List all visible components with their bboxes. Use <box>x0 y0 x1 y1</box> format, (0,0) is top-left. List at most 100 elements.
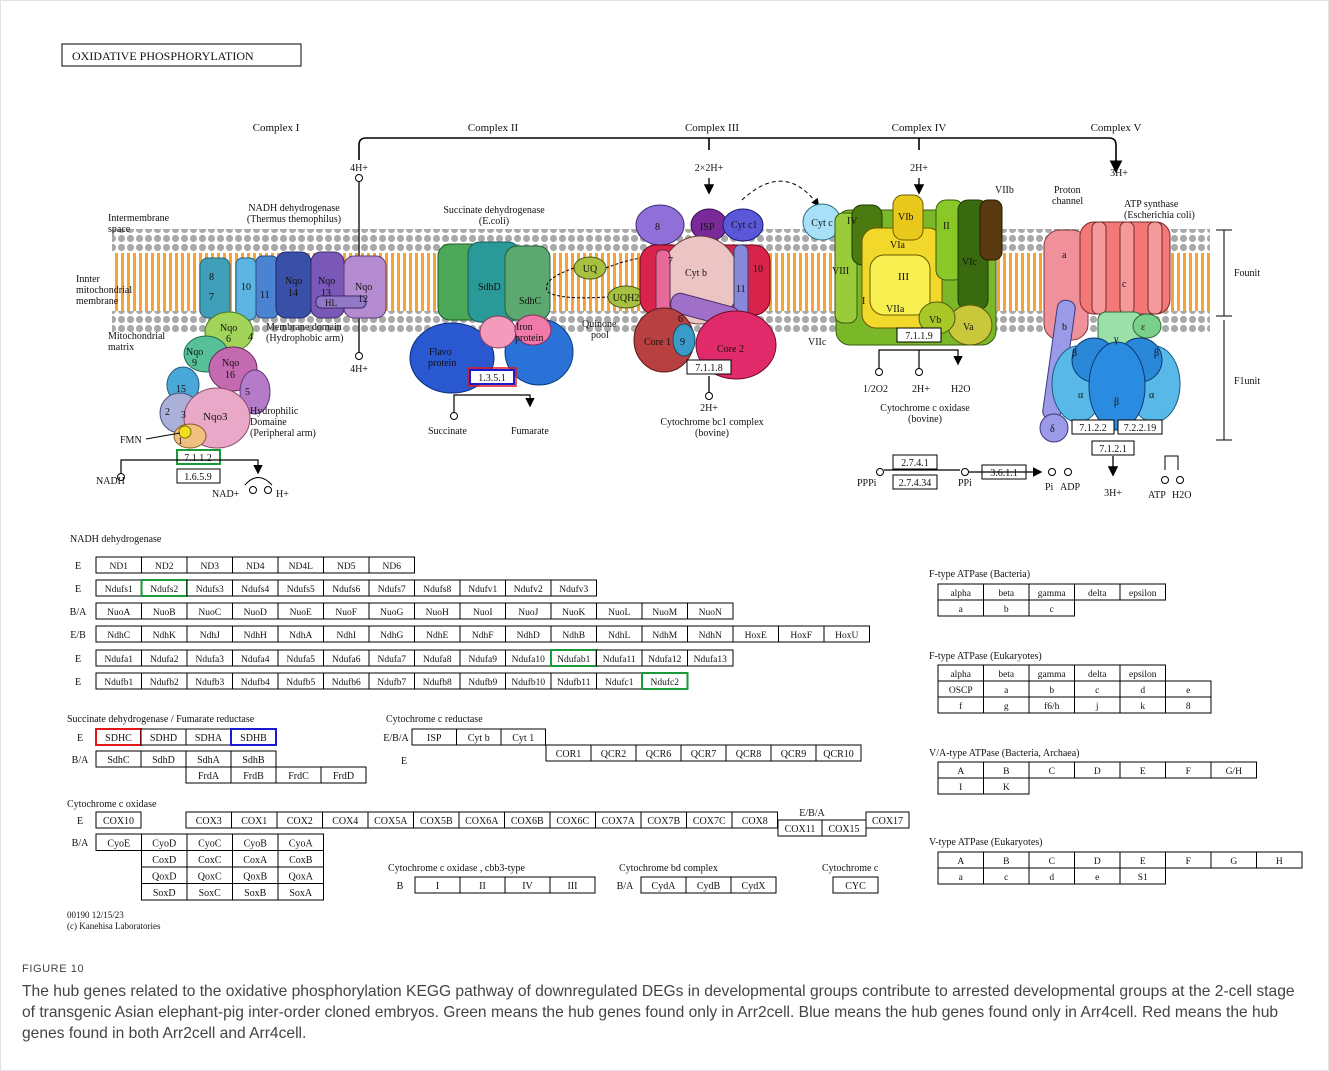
gene-label-nuol: NuoL <box>608 608 630 618</box>
gene-label-ndufa4: Ndufa4 <box>241 654 270 665</box>
gene-label-sdha: SdhA <box>197 755 221 766</box>
svg-text:8: 8 <box>655 222 660 233</box>
gene-label-g: G <box>1230 857 1237 867</box>
gene-label-c: C <box>1049 767 1055 777</box>
gene-label-ndufs8: Ndufs8 <box>423 584 451 595</box>
svg-text:Nqo: Nqo <box>220 323 237 334</box>
gene-label-hoxe: HoxE <box>745 631 767 641</box>
gene-label-h: H <box>1276 857 1283 867</box>
gene-label-d: D <box>1094 767 1101 777</box>
c5-proton-bottom: 3H+ <box>1104 488 1122 499</box>
c5-h2o-label: H2O <box>1172 490 1191 501</box>
svg-text:Cyt b: Cyt b <box>685 268 707 279</box>
gene-label-nd1: ND1 <box>110 562 129 572</box>
row-prefix: B <box>397 881 404 892</box>
gene-label-coxa: CoxA <box>243 855 268 866</box>
gene-label-nd5: ND5 <box>337 562 356 572</box>
gene-label-b: B <box>1003 767 1009 777</box>
gene-label-ndufa2: Ndufa2 <box>150 654 179 665</box>
gene-label-ndufc2: Ndufc2 <box>651 677 680 688</box>
cbb3-table-title: Cytochrome c oxidase , cbb3-type <box>388 863 525 874</box>
complex-ii-name-2: (E.coli) <box>479 216 509 227</box>
gene-label-nuoa: NuoA <box>107 608 130 618</box>
intermembrane-label-1: Intermembrane <box>108 213 170 224</box>
svg-text:α: α <box>1149 390 1155 401</box>
proton-connector <box>359 138 1116 170</box>
svg-text:γ: γ <box>1113 334 1119 345</box>
intermembrane-label-2: space <box>108 224 131 235</box>
gene-label-qcr10: QCR10 <box>823 749 854 760</box>
vtype-title: V-type ATPase (Eukaryotes) <box>929 837 1043 848</box>
gene-label-frda: FrdA <box>198 771 220 782</box>
gene-label-gamma: gamma <box>1038 670 1067 680</box>
gene-label-gamma: gamma <box>1038 589 1067 599</box>
gene-label-qoxb: QoxB <box>243 872 267 883</box>
ec-7-1-1-8: 7.1.1.8 <box>695 363 723 374</box>
gene-label-isp: ISP <box>427 733 442 744</box>
gene-label-d: D <box>1094 857 1101 867</box>
gene-label-ndufb3: Ndufb3 <box>195 677 224 688</box>
row-prefix: E/B/A <box>383 733 409 744</box>
svg-text:7: 7 <box>209 292 214 303</box>
gene-label-ndufab1: Ndufab1 <box>557 654 590 665</box>
c1-proton-bottom: 4H+ <box>350 364 368 375</box>
ppi-label: PPi <box>958 478 972 489</box>
gene-label-ndufs5: Ndufs5 <box>287 584 315 595</box>
svg-text:Cyt c1: Cyt c1 <box>731 220 757 231</box>
gene-label-ndufs7: Ndufs7 <box>378 584 406 595</box>
cytc-label: Cyt c <box>811 218 833 229</box>
svg-text:HL: HL <box>325 298 337 308</box>
c3-proton-bottom: 2H+ <box>700 403 718 414</box>
gene-label-beta: beta <box>998 670 1015 680</box>
pppi-label: PPPi <box>857 478 877 489</box>
gene-label-c: C <box>1049 857 1055 867</box>
gene-label-nuog: NuoG <box>380 608 403 618</box>
svg-text:ε: ε <box>1141 322 1145 333</box>
gene-label-cox17: COX17 <box>872 816 903 827</box>
gene-label-alpha: alpha <box>950 670 971 680</box>
ec-2-7-4-1: 2.7.4.1 <box>901 458 929 469</box>
gene-label-alpha: alpha <box>950 589 971 599</box>
gene-label-sdhb: SDHB <box>240 733 267 744</box>
row-prefix: E <box>75 584 81 595</box>
gene-label-nd4: ND4 <box>246 562 265 572</box>
ec-7-1-1-9: 7.1.1.9 <box>905 331 933 342</box>
gene-label-g-h: G/H <box>1226 767 1243 777</box>
gene-label-cox7a: COX7A <box>602 816 636 827</box>
gene-label-coxc: CoxC <box>198 855 222 866</box>
gene-label-delta: delta <box>1088 589 1107 599</box>
cox-eba-label: E/B/A <box>799 808 825 819</box>
gene-label-j: j <box>1095 702 1099 712</box>
svg-text:II: II <box>943 221 950 232</box>
svg-text:Nqo: Nqo <box>285 276 302 287</box>
gene-label-ndufb8: Ndufb8 <box>423 677 452 688</box>
c5-proton: 3H+ <box>1110 168 1128 179</box>
svg-text:VIc: VIc <box>962 257 978 268</box>
complex-iv-name-2: (bovine) <box>908 414 942 425</box>
svg-text:Nqo: Nqo <box>318 276 335 287</box>
c4-proton: 2H+ <box>910 163 928 174</box>
gene-label-e: E <box>1140 857 1146 867</box>
gene-label-hoxf: HoxF <box>790 631 812 641</box>
gene-label-cyc: CYC <box>845 881 866 892</box>
pathway-diagram: OXIDATIVE PHOSPHORYLATION Complex I Comp… <box>0 0 1329 960</box>
row-prefix: E <box>75 654 81 665</box>
gene-label-cyod: CyoD <box>152 839 176 850</box>
gene-label-b: b <box>1049 686 1054 696</box>
gene-label-ndhb: NdhB <box>562 631 585 641</box>
svg-text:16: 16 <box>225 370 235 381</box>
gene-label-ndufb1: Ndufb1 <box>104 677 133 688</box>
proton-channel-1: Proton <box>1054 185 1081 196</box>
gene-label-ndhn: NdhN <box>699 631 722 641</box>
gene-label-cox7b: COX7B <box>647 816 680 827</box>
svg-text:8: 8 <box>209 272 214 283</box>
gene-label-e: e <box>1095 873 1099 883</box>
svg-text:15: 15 <box>176 384 186 395</box>
gene-label-qoxd: QoxD <box>152 872 176 883</box>
gene-label-soxc: SoxC <box>199 888 222 899</box>
gene-label-ndufa11: Ndufa11 <box>603 654 636 665</box>
fumarate-label: Fumarate <box>511 426 549 437</box>
va-table: ABCDEFG/HIK <box>938 762 1257 794</box>
row-prefix: B/A <box>72 838 89 849</box>
